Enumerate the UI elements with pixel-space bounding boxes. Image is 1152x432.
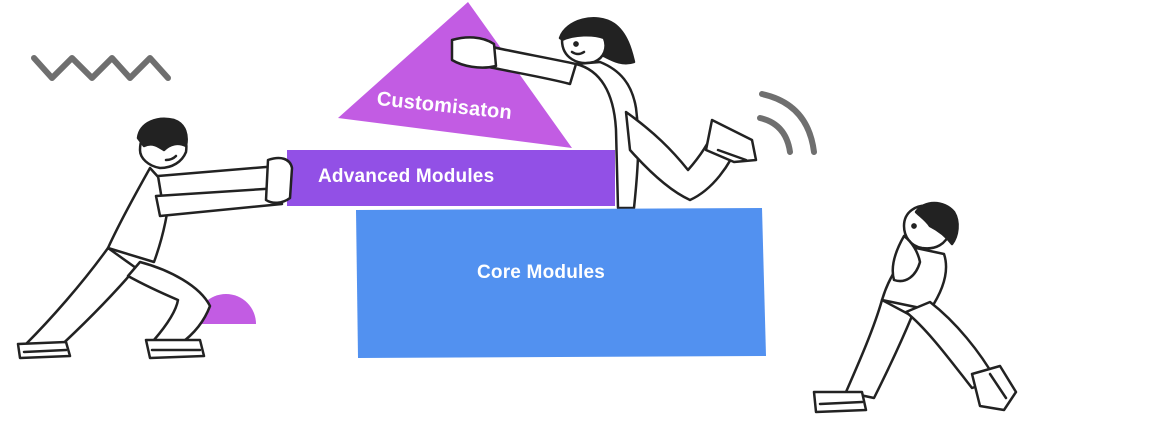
advanced-modules-bar — [287, 150, 615, 206]
core-modules-label: Core Modules — [476, 262, 606, 283]
zigzag-decoration — [31, 55, 171, 81]
signal-waves-icon — [757, 91, 817, 155]
semicircle-shape — [196, 294, 256, 324]
left-character — [16, 117, 294, 360]
customisation-triangle — [338, 2, 572, 148]
right-character — [812, 201, 1018, 414]
top-character — [450, 17, 758, 210]
advanced-modules-label: Advanced Modules — [318, 166, 495, 187]
core-modules-block — [356, 208, 766, 358]
